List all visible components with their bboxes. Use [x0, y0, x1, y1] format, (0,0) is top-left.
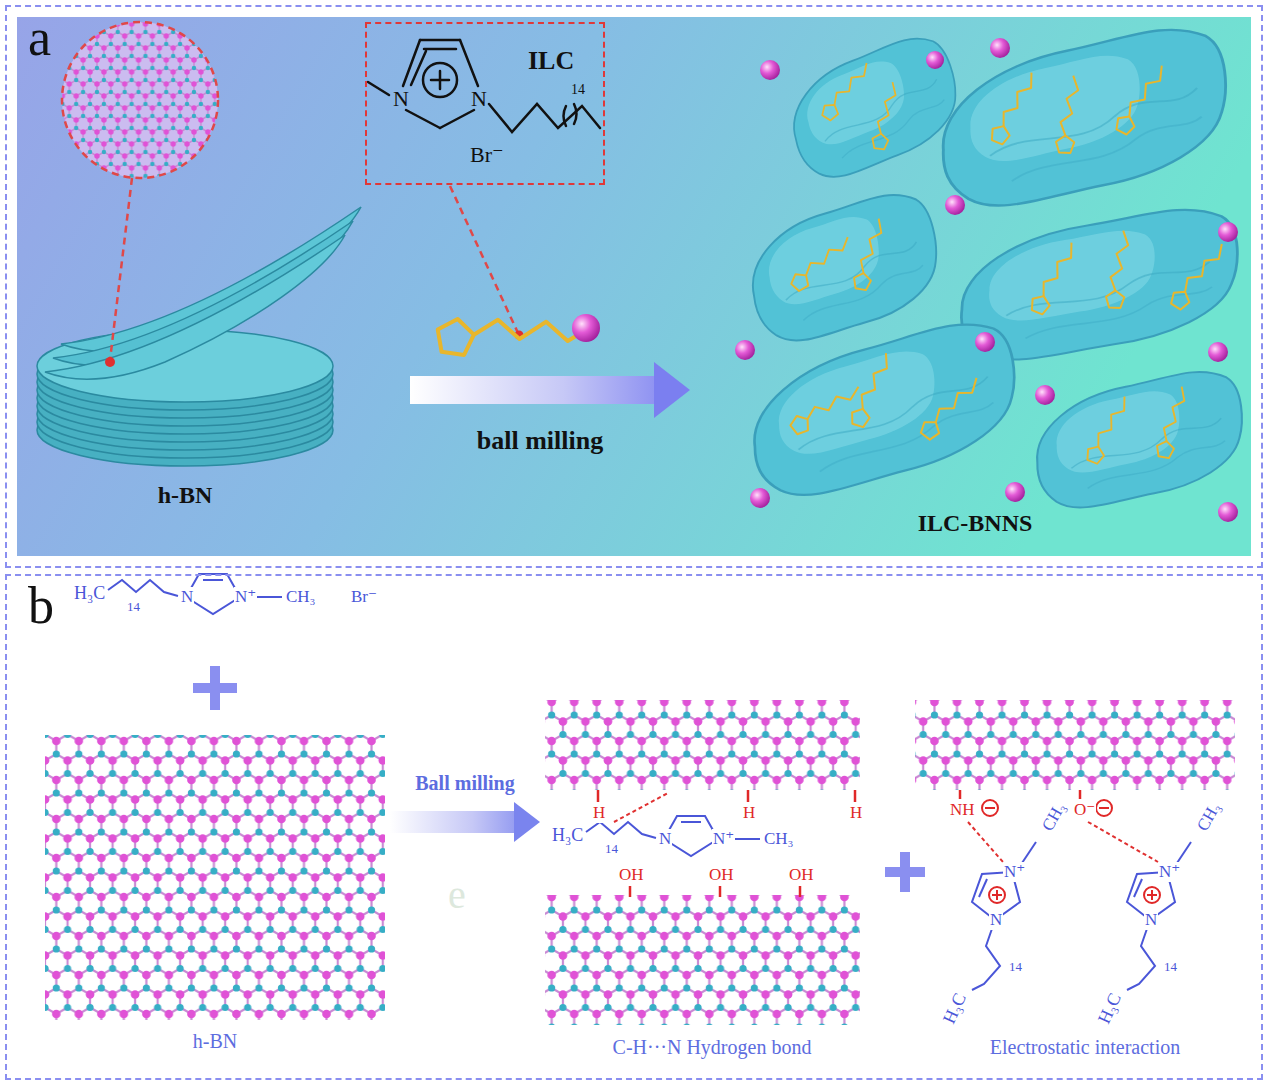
figure-label: h-BN: [158, 482, 213, 510]
atom-label: N: [180, 587, 194, 607]
atom-label: N: [393, 86, 409, 111]
atom-label: OH: [618, 865, 645, 885]
figure-label: Electrostatic interaction: [990, 1036, 1180, 1059]
panel-letter: a: [28, 8, 51, 68]
watermark: e: [448, 872, 466, 918]
atom-label: N: [658, 829, 672, 849]
atom-label: H: [742, 803, 756, 823]
atom-label: NH: [949, 800, 976, 820]
arrow-label: Ball milling: [415, 772, 514, 795]
arrow-label: ball milling: [477, 426, 603, 456]
atom-label: H₃C: [551, 825, 584, 846]
structure-box: ILC N N Br⁻ 14: [365, 22, 605, 185]
panel-frame: b h-BN C-H···N Hydrogen bond Electrostatic …: [5, 574, 1263, 1080]
figure-label: h-BN: [193, 1030, 237, 1053]
repeat-count: 14: [571, 82, 585, 98]
repeat-count: 14: [1163, 960, 1178, 975]
arrow-head: [514, 802, 540, 842]
atom-label: H₃C: [1094, 989, 1127, 1028]
atom-label: H₃C: [939, 989, 972, 1028]
atom-label: OH: [788, 865, 815, 885]
atom-label: N: [1144, 910, 1158, 930]
structure-name: ILC: [528, 46, 574, 76]
atom-label: N: [989, 910, 1003, 930]
figure-label: C-H···N Hydrogen bond: [613, 1036, 812, 1059]
atom-label: N⁺: [712, 829, 735, 849]
atom-label: O⁻: [1073, 800, 1096, 820]
figure-label: ILC-BNNS: [918, 510, 1033, 538]
process-arrow: [410, 362, 690, 418]
ion-label: Br⁻: [350, 587, 378, 607]
panel-letter: b: [28, 576, 54, 636]
illustration-group: h-BN: [40, 728, 390, 1058]
atom-label: CH₃: [285, 587, 317, 607]
process-arrow: [390, 802, 540, 842]
repeat-count: 14: [126, 600, 141, 615]
atom-label: N⁺: [1158, 862, 1181, 882]
atom-label: N⁺: [234, 587, 257, 607]
ion-label: Br⁻: [470, 142, 504, 167]
arrow-head: [654, 362, 690, 418]
atom-label: CH₃: [763, 829, 795, 849]
atom-label: H₃C: [73, 583, 106, 604]
atom-label: H: [592, 803, 606, 823]
panel-frame: a h-BN ILC N N Br⁻ 14ILC-BNNS: [5, 5, 1263, 568]
atom-label: H: [849, 803, 863, 823]
atom-label: CH₃: [1038, 798, 1071, 835]
arrow-body: [410, 376, 654, 404]
repeat-count: 14: [604, 842, 619, 857]
illustration-group: Electrostatic interaction: [925, 698, 1245, 1060]
atom-label: CH₃: [1193, 798, 1226, 835]
atom-label: N⁺: [1003, 862, 1026, 882]
atom-label: OH: [708, 865, 735, 885]
arrow-body: [390, 811, 514, 833]
illustration-group: h-BN: [30, 225, 410, 515]
atom-label: N: [471, 86, 487, 111]
repeat-count: 14: [1008, 960, 1023, 975]
illustration-group: ILC-BNNS: [690, 20, 1248, 550]
